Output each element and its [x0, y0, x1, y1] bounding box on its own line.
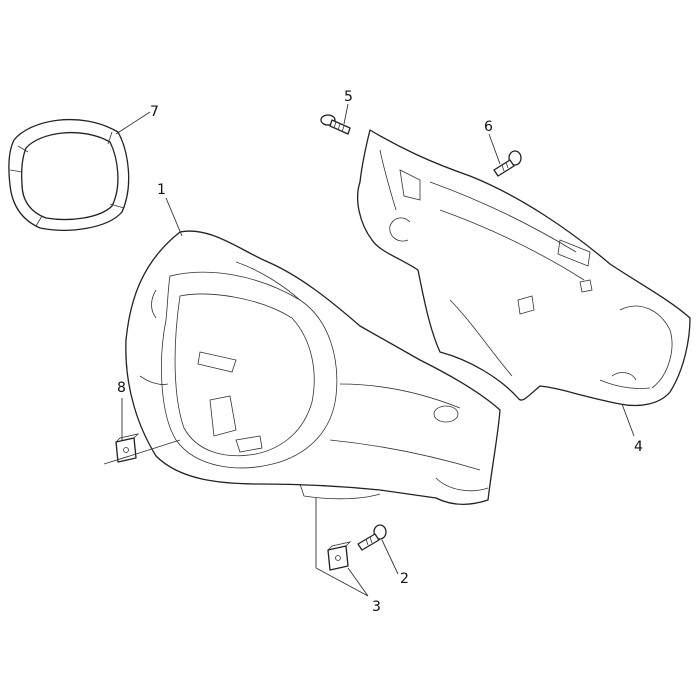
callout-3: 3 — [372, 599, 381, 615]
leader-3 — [315, 498, 369, 597]
callout-6: 6 — [484, 119, 493, 135]
leader-5 — [343, 103, 349, 125]
part-3-clip-nut — [327, 541, 352, 571]
part-1-front-handlebar-cover — [125, 230, 501, 505]
part-6-screw — [493, 150, 522, 177]
callout-labels: 1 2 3 4 5 6 7 8 — [117, 89, 643, 615]
leader-lines — [103, 103, 635, 597]
part-5-screw — [320, 114, 351, 135]
callout-1: 1 — [157, 182, 166, 198]
callout-2: 2 — [400, 571, 409, 587]
callout-7: 7 — [150, 104, 159, 120]
callout-8: 8 — [117, 380, 126, 396]
callout-4: 4 — [634, 439, 643, 455]
leader-7 — [115, 111, 151, 135]
leader-1 — [165, 197, 183, 237]
part-7-bezel-ring — [8, 118, 130, 231]
leader-4 — [621, 403, 635, 437]
part-8-clip-nut — [115, 433, 140, 463]
callout-5: 5 — [344, 89, 353, 105]
leader-2 — [381, 539, 399, 575]
leader-6 — [488, 133, 501, 165]
leader-8 — [103, 398, 181, 465]
part-4-rear-handlebar-cover — [357, 129, 691, 407]
part-2-screw — [357, 524, 387, 551]
